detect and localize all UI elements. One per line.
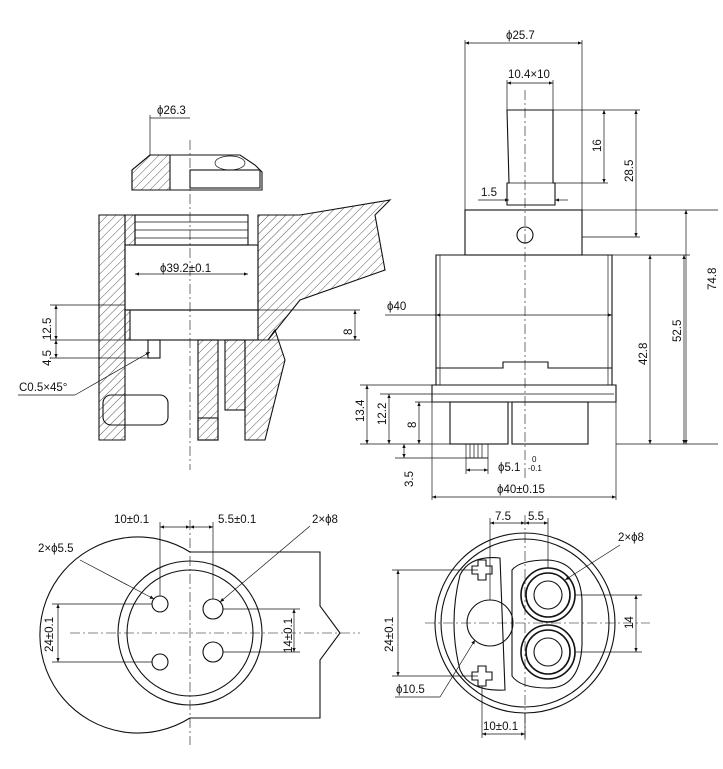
dim-bottom-2x8: 2×ϕ8 bbox=[618, 532, 644, 544]
dim-chamfer: C0.5×45° bbox=[19, 382, 67, 394]
cartridge-side-view: ϕ25.7 10.4×10 16 28.5 1.5 74.8 ϕ40 52.5 bbox=[355, 30, 719, 500]
cartridge-bottom-view: 7.5 5.5 2×ϕ8 24±0.1 14 ϕ10.5 10±0.1 bbox=[384, 511, 650, 740]
dim-base-2x5-5: 2×ϕ5.5 bbox=[38, 543, 74, 555]
dim-bottom-d10-5: ϕ10.5 bbox=[396, 684, 425, 696]
dim-1-5: 1.5 bbox=[481, 187, 497, 199]
dim-8-top: 8 bbox=[407, 422, 419, 428]
dim-bottom-10: 10±0.1 bbox=[483, 721, 518, 733]
dim-d26-3: ϕ26.3 bbox=[157, 105, 186, 117]
housing-section-view: ϕ26.3 ϕ39.2±0.1 12.5 4.5 bbox=[18, 105, 392, 470]
dim-d40: ϕ40 bbox=[387, 301, 406, 313]
dim-bottom-24: 24±0.1 bbox=[384, 617, 396, 652]
dim-d5-1-tol-down: -0.1 bbox=[528, 464, 542, 473]
dim-base-24: 24±0.1 bbox=[44, 617, 56, 652]
dim-base-10: 10±0.1 bbox=[114, 514, 149, 526]
dim-d39-2: ϕ39.2±0.1 bbox=[160, 263, 211, 275]
base-view: 10±0.1 5.5±0.1 2×ϕ8 2×ϕ5.5 24±0.1 14±0.1 bbox=[38, 514, 360, 745]
dim-bottom-7-5: 7.5 bbox=[495, 511, 511, 523]
dim-4-5: 4.5 bbox=[42, 350, 54, 366]
dim-28-5: 28.5 bbox=[624, 160, 636, 182]
dim-bottom-14: 14 bbox=[624, 616, 636, 629]
dim-d5-1: ϕ5.1 bbox=[498, 462, 520, 474]
dim-d25-7: ϕ25.7 bbox=[506, 30, 535, 42]
dim-stem: 10.4×10 bbox=[508, 69, 550, 81]
dim-13-4: 13.4 bbox=[355, 399, 367, 422]
dim-42-8: 42.8 bbox=[638, 343, 650, 365]
dim-16: 16 bbox=[592, 139, 604, 152]
dim-d40-015: ϕ40±0.15 bbox=[497, 484, 545, 496]
dim-bottom-5-5: 5.5 bbox=[528, 511, 544, 523]
screw-cross-top bbox=[471, 559, 493, 581]
dim-52-5: 52.5 bbox=[672, 320, 684, 342]
dim-12-2: 12.2 bbox=[377, 403, 389, 425]
dim-3-5: 3.5 bbox=[404, 471, 416, 487]
dim-74-8: 74.8 bbox=[707, 268, 719, 290]
dim-8-section: 8 bbox=[343, 329, 355, 335]
dim-base-2x8: 2×ϕ8 bbox=[312, 514, 338, 526]
dim-12-5: 12.5 bbox=[42, 318, 54, 340]
dim-d5-1-tol-up: 0 bbox=[532, 455, 537, 464]
dim-base-5-5: 5.5±0.1 bbox=[218, 514, 256, 526]
screw-cross-bottom bbox=[471, 665, 493, 687]
dim-base-14: 14±0.1 bbox=[283, 618, 295, 653]
